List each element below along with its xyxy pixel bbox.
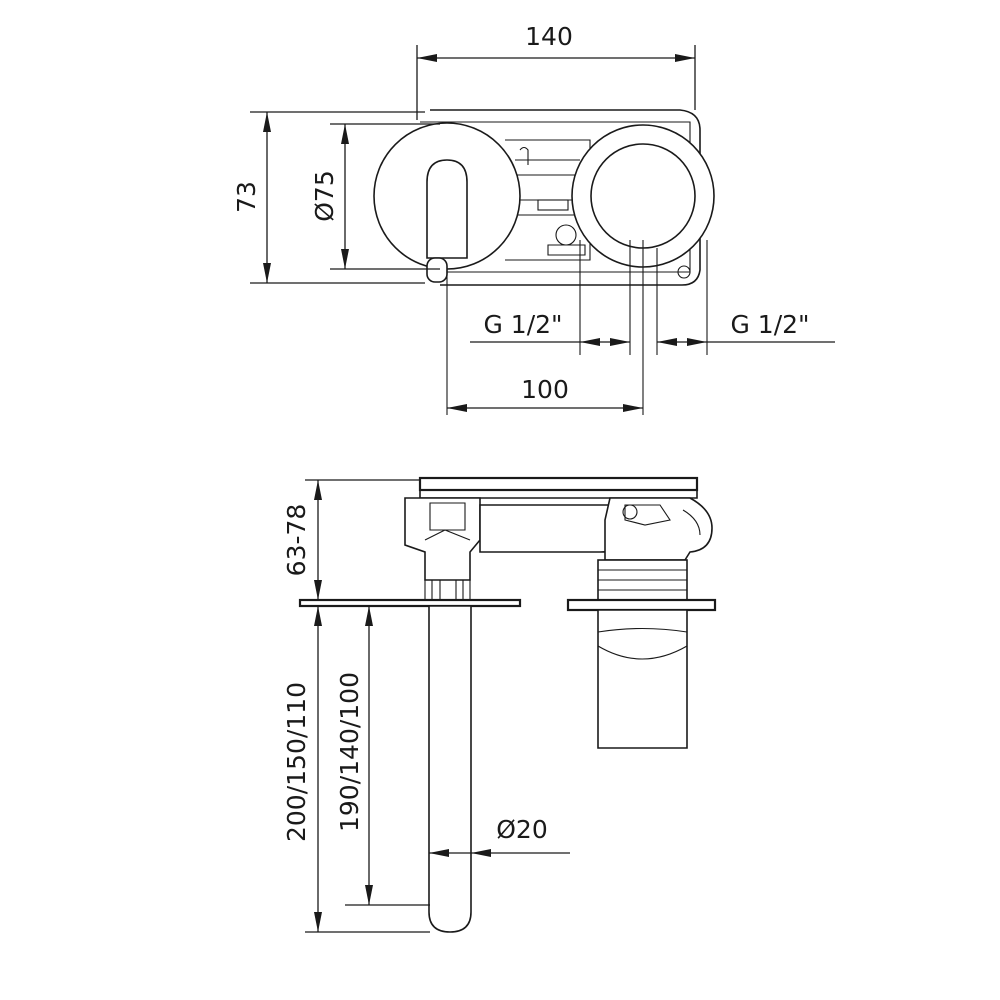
dim-d75-label: Ø75 xyxy=(310,170,339,222)
dim-140-label: 140 xyxy=(525,22,573,51)
side-view: 63-78 200/150/110 190/140/100 Ø20 xyxy=(282,476,717,933)
dim-g12-left-label: G 1/2" xyxy=(483,310,562,339)
dim-d20-label: Ø20 xyxy=(496,815,548,844)
dim-g12-right-label: G 1/2" xyxy=(730,310,809,339)
top-view: 140 73 Ø75 G 1/2" G 1/2" 100 xyxy=(232,22,835,415)
dim-190-140-100-label: 190/140/100 xyxy=(335,672,364,832)
dim-73-label: 73 xyxy=(232,181,261,213)
dim-200-150-110-label: 200/150/110 xyxy=(282,682,311,842)
dim-100-label: 100 xyxy=(521,375,569,404)
dim-63-78-label: 63-78 xyxy=(282,504,311,577)
